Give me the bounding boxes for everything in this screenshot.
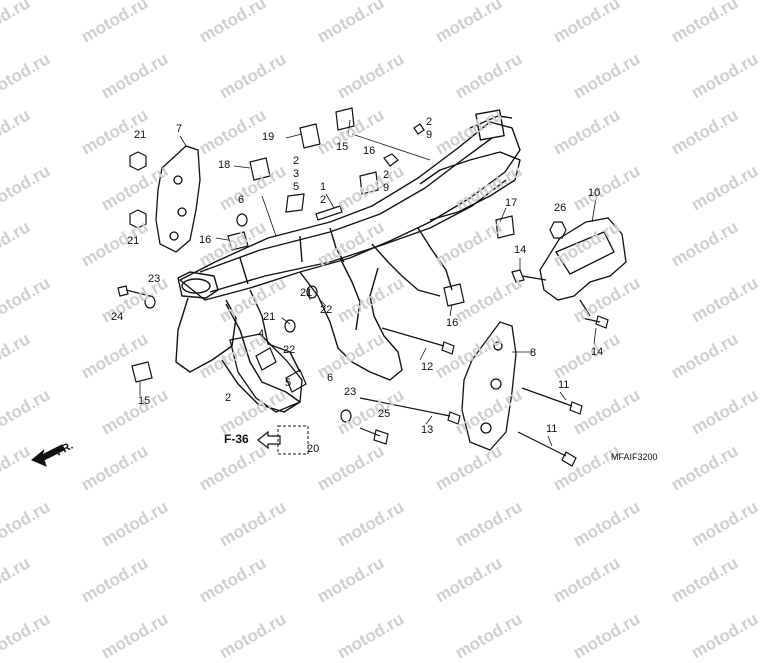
callout-23: 23 [148,273,161,285]
bolts [117,221,609,467]
callout-8: 8 [530,347,537,359]
callout-18: 18 [218,159,231,171]
direction-arrow [31,444,65,467]
callout-15: 15 [138,395,151,407]
callout-15: 15 [336,141,349,153]
callout-6: 6 [327,372,334,384]
watermark-text: motod.ru [570,609,644,663]
watermark-text: motod.ru [452,609,526,663]
callout-11: 11 [546,423,558,435]
callout-11: 11 [558,379,570,391]
watermark-text: motod.ru [688,609,762,663]
watermark-text: motod.ru [98,609,172,663]
callout-22: 22 [283,344,296,356]
callout-4: 4 [258,328,265,340]
right-bracket-8 [461,321,517,451]
callout-21: 21 [300,287,313,299]
diagram-code: MFAIF3200 [611,452,658,462]
callout-6: 6 [238,194,245,206]
callout-20: 20 [307,443,320,455]
callout-10: 10 [588,187,601,199]
callout-19: 19 [262,131,275,143]
clamps [131,107,515,393]
callout-2: 2 [225,392,232,404]
callout-16: 16 [446,317,459,329]
leader-lines [139,119,597,447]
callout-5: 5 [285,377,292,389]
reference-label: F-36 [224,432,249,446]
callout-21: 21 [127,235,140,247]
left-bracket-7 [155,145,201,253]
callout-25: 25 [378,408,391,420]
frame-parts-diagram [31,107,627,467]
callout-2: 2 [293,155,300,167]
callout-14: 14 [514,244,527,256]
callout-17: 17 [505,197,518,209]
reference-arrow [257,430,281,450]
main-frame [175,109,521,413]
callout-9: 9 [426,129,433,141]
callout-21: 21 [134,129,147,141]
callout-23: 23 [344,386,357,398]
callout-26: 26 [554,202,567,214]
callout-16: 16 [199,234,212,246]
rubber-pads [285,193,343,221]
callout-13: 13 [421,424,434,436]
watermark-text: motod.ru [334,609,408,663]
nuts-and-washers [129,123,425,423]
callout-2: 2 [426,116,433,128]
callout-7: 7 [176,123,183,135]
callout-22: 22 [320,304,333,316]
callout-14: 14 [591,346,604,358]
callout-24: 24 [111,311,124,323]
engine-mount-2 [229,333,303,413]
reference-part-box [277,425,309,455]
watermark-text: motod.ru [216,609,290,663]
callout-21: 21 [263,311,276,323]
callout-1: 1 [320,181,327,193]
callout-3: 3 [293,168,300,180]
watermark-text: motod.ru [0,609,54,663]
callout-5: 5 [293,181,300,193]
callout-2: 2 [383,169,390,181]
callout-2: 2 [320,194,327,206]
callout-12: 12 [421,361,434,373]
callout-9: 9 [383,182,390,194]
rear-bracket-10 [539,217,627,317]
callout-16: 16 [363,145,376,157]
